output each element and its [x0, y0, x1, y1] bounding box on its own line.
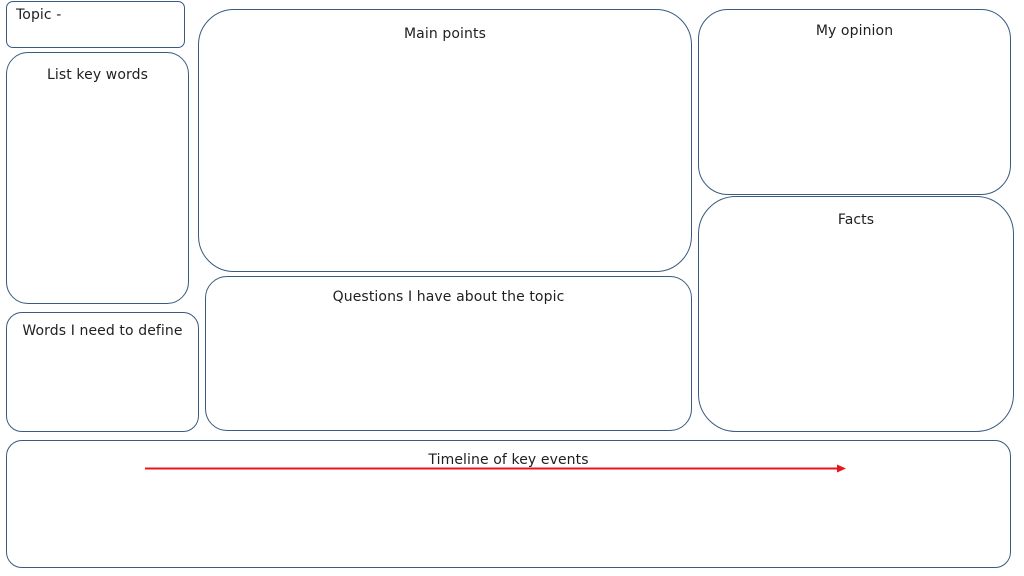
questions-box[interactable]: Questions I have about the topic [205, 276, 692, 431]
topic-label: Topic - [16, 7, 62, 23]
key-words-box[interactable]: List key words [6, 52, 189, 304]
opinion-box[interactable]: My opinion [698, 9, 1011, 195]
timeline-box[interactable]: Timeline of key events [6, 440, 1011, 568]
facts-box[interactable]: Facts [698, 196, 1014, 432]
main-points-label: Main points [404, 26, 486, 42]
define-label: Words I need to define [22, 323, 183, 339]
timeline-label: Timeline of key events [428, 452, 589, 468]
define-box[interactable]: Words I need to define [6, 312, 199, 432]
key-words-label: List key words [47, 67, 148, 83]
facts-label: Facts [837, 212, 875, 228]
questions-label: Questions I have about the topic [332, 289, 565, 305]
topic-box[interactable]: Topic - [6, 1, 185, 48]
opinion-label: My opinion [815, 23, 894, 39]
main-points-box[interactable]: Main points [198, 9, 692, 272]
